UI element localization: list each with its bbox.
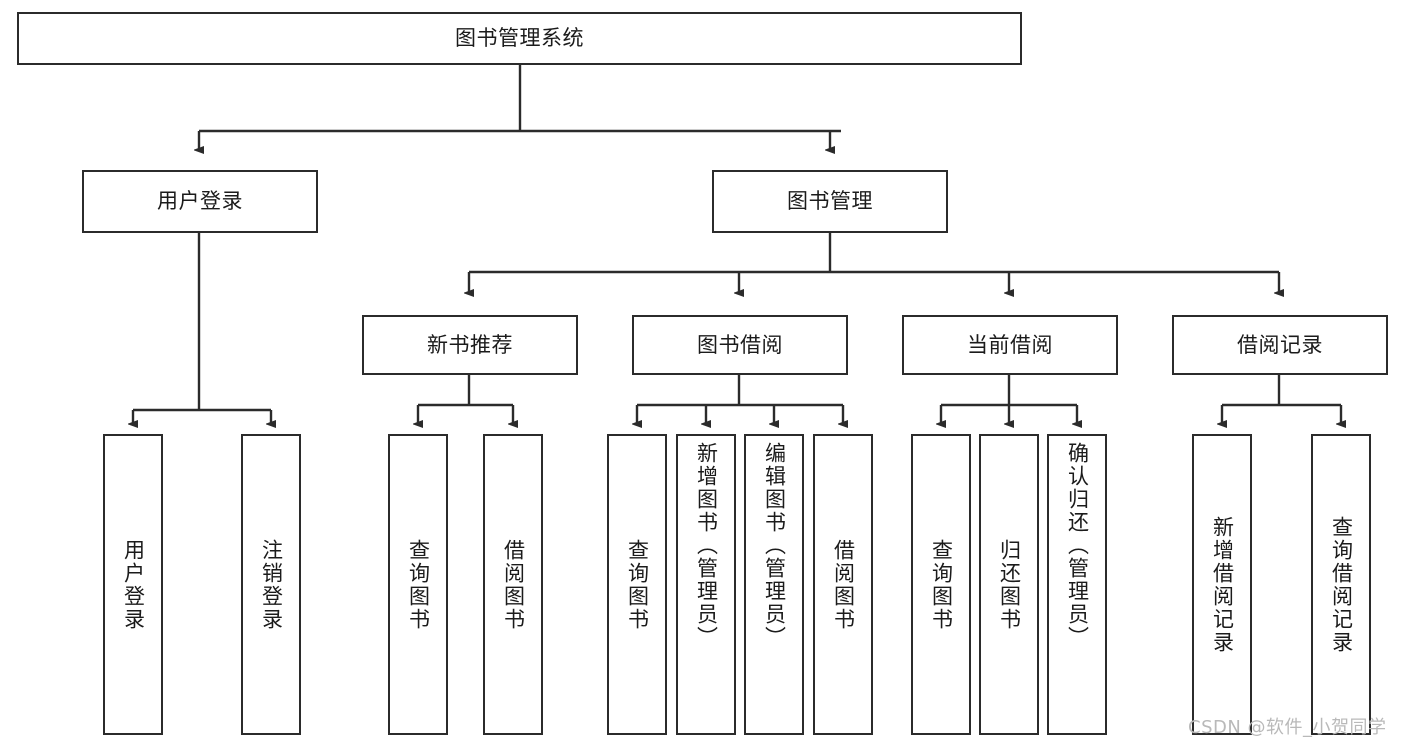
node-leaf-add-book-admin[interactable]: 新增图书（管理员） bbox=[676, 434, 736, 735]
node-leaf-query-book-1[interactable]: 查询图书 bbox=[388, 434, 448, 735]
edge-group-book-management bbox=[469, 233, 1279, 293]
node-leaf-confirm-return-admin[interactable]: 确认归还（管理员） bbox=[1047, 434, 1107, 735]
node-current-borrow[interactable]: 当前借阅 bbox=[902, 315, 1118, 375]
node-label: 确认归还（管理员） bbox=[1065, 442, 1090, 649]
node-leaf-query-book-3[interactable]: 查询图书 bbox=[911, 434, 971, 735]
node-label: 注销登录 bbox=[259, 538, 284, 631]
edge-group-user-login bbox=[133, 233, 271, 424]
node-leaf-query-book-2[interactable]: 查询图书 bbox=[607, 434, 667, 735]
node-label: 图书管理 bbox=[787, 189, 873, 214]
node-root-book-management-system[interactable]: 图书管理系统 bbox=[17, 12, 1022, 65]
node-label: 归还图书 bbox=[997, 538, 1022, 631]
node-label: 查询图书 bbox=[406, 538, 431, 631]
node-label: 查询图书 bbox=[929, 538, 954, 631]
node-leaf-return-book[interactable]: 归还图书 bbox=[979, 434, 1039, 735]
node-label: 借阅图书 bbox=[831, 538, 856, 631]
node-leaf-borrow-book-2[interactable]: 借阅图书 bbox=[813, 434, 873, 735]
node-label: 当前借阅 bbox=[967, 332, 1053, 357]
edge-group-root bbox=[199, 65, 841, 150]
node-label: 查询借阅记录 bbox=[1329, 515, 1354, 654]
node-label: 新书推荐 bbox=[427, 332, 513, 357]
node-label: 图书借阅 bbox=[697, 332, 783, 357]
edge-group-book-borrow bbox=[637, 375, 843, 424]
node-label: 新增借阅记录 bbox=[1210, 515, 1235, 654]
node-leaf-borrow-book-1[interactable]: 借阅图书 bbox=[483, 434, 543, 735]
node-leaf-edit-book-admin[interactable]: 编辑图书（管理员） bbox=[744, 434, 804, 735]
edge-group-current-borrow bbox=[941, 375, 1077, 424]
node-label: 用户登录 bbox=[157, 189, 243, 214]
watermark-text: CSDN @软件_小贺同学 bbox=[1188, 717, 1387, 738]
node-label: 查询图书 bbox=[625, 538, 650, 631]
node-label: 新增图书（管理员） bbox=[694, 442, 719, 649]
node-user-login[interactable]: 用户登录 bbox=[82, 170, 318, 233]
node-new-book-recommend[interactable]: 新书推荐 bbox=[362, 315, 578, 375]
node-leaf-query-borrow-record[interactable]: 查询借阅记录 bbox=[1311, 434, 1371, 735]
node-label: 用户登录 bbox=[121, 538, 146, 631]
node-label: 借阅图书 bbox=[501, 538, 526, 631]
node-label: 编辑图书（管理员） bbox=[762, 442, 787, 649]
node-leaf-add-borrow-record[interactable]: 新增借阅记录 bbox=[1192, 434, 1252, 735]
node-book-management[interactable]: 图书管理 bbox=[712, 170, 948, 233]
edge-group-new-book-recommend bbox=[418, 375, 513, 424]
node-label: 图书管理系统 bbox=[455, 26, 584, 51]
node-borrow-record[interactable]: 借阅记录 bbox=[1172, 315, 1388, 375]
node-book-borrow[interactable]: 图书借阅 bbox=[632, 315, 848, 375]
node-label: 借阅记录 bbox=[1237, 332, 1323, 357]
node-leaf-user-login[interactable]: 用户登录 bbox=[103, 434, 163, 735]
node-leaf-logout-login[interactable]: 注销登录 bbox=[241, 434, 301, 735]
edge-group-borrow-record bbox=[1222, 375, 1341, 424]
